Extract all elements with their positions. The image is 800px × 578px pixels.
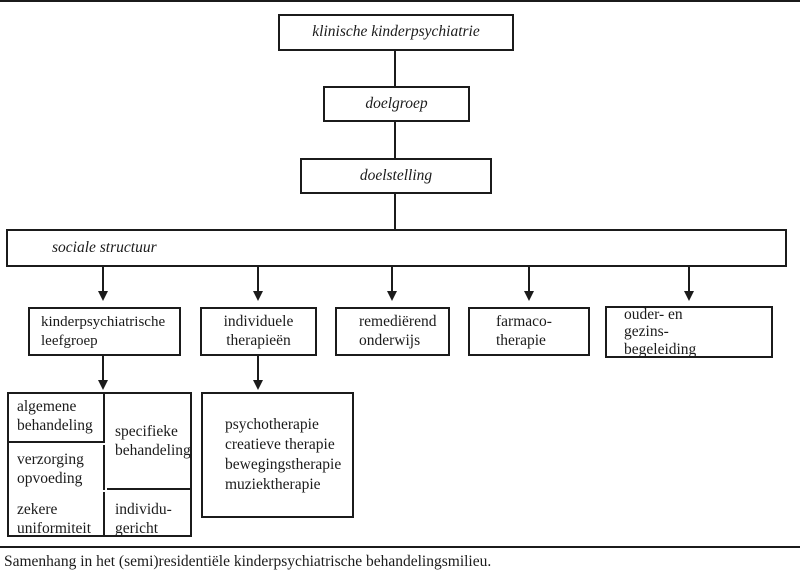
arrow-down-icon — [98, 380, 108, 390]
box-doelstelling: doelstelling — [300, 158, 492, 194]
leefgroep-detail-table: algemene behandeling verzorging opvoedin… — [7, 392, 192, 537]
box-doelgroep: doelgroep — [323, 86, 470, 122]
box-label: doelstelling — [359, 166, 433, 184]
box-klinische-kinderpsychiatrie: klinische kinderpsychiatrie — [278, 14, 514, 51]
box-label: psychotherapie creatieve therapie bewegi… — [225, 415, 342, 494]
box-ouder-en-gezinsbegeleiding: ouder- en gezins- begeleiding — [605, 306, 773, 358]
top-rule — [0, 0, 800, 2]
box-label: individuele therapieën — [223, 312, 294, 349]
box-label: klinische kinderpsychiatrie — [312, 23, 480, 41]
connector-line — [257, 267, 259, 293]
table-cell-verzorging-opvoeding: verzorging opvoeding — [9, 445, 105, 490]
arrow-down-icon — [684, 291, 694, 301]
connector-line — [394, 122, 396, 158]
connector-line — [257, 356, 259, 382]
connector-line — [688, 267, 690, 293]
box-label: ouder- en gezins- begeleiding — [624, 306, 697, 358]
table-cell-algemene-behandeling: algemene behandeling — [9, 394, 105, 443]
figure-caption: Samenhang in het (semi)residentiële kind… — [4, 553, 492, 570]
box-remedierend-onderwijs: remediërend onderwijs — [335, 307, 450, 356]
arrow-down-icon — [253, 380, 263, 390]
box-farmacotherapie: farmaco- therapie — [468, 307, 590, 356]
box-label: doelgroep — [365, 94, 428, 112]
table-cell-specifieke-behandeling: specifieke behandeling — [107, 394, 191, 490]
arrow-down-icon — [524, 291, 534, 301]
connector-line — [391, 267, 393, 293]
table-cell-individugericht: individu- gericht — [115, 501, 172, 537]
arrow-down-icon — [387, 291, 397, 301]
box-label: farmaco- therapie — [496, 312, 552, 349]
connector-line — [528, 267, 530, 293]
connector-line — [394, 51, 396, 86]
arrow-down-icon — [253, 291, 263, 301]
box-individuele-therapieen: individuele therapieën — [200, 307, 317, 356]
connector-line — [394, 194, 396, 229]
arrow-down-icon — [98, 291, 108, 301]
box-label: sociale structuur — [52, 238, 157, 256]
box-therapie-detail: psychotherapie creatieve therapie bewegi… — [201, 392, 354, 518]
connector-line — [102, 356, 104, 382]
box-label: kinderpsychiatrische leefgroep — [41, 314, 166, 349]
box-kinderpsychiatrische-leefgroep: kinderpsychiatrische leefgroep — [28, 307, 181, 356]
box-sociale-structuur: sociale structuur — [6, 229, 787, 267]
connector-line — [102, 267, 104, 293]
bottom-rule — [0, 546, 800, 548]
table-cell-zekere-uniformiteit: zekere uniformiteit — [9, 492, 105, 537]
box-label: remediërend onderwijs — [359, 312, 437, 349]
